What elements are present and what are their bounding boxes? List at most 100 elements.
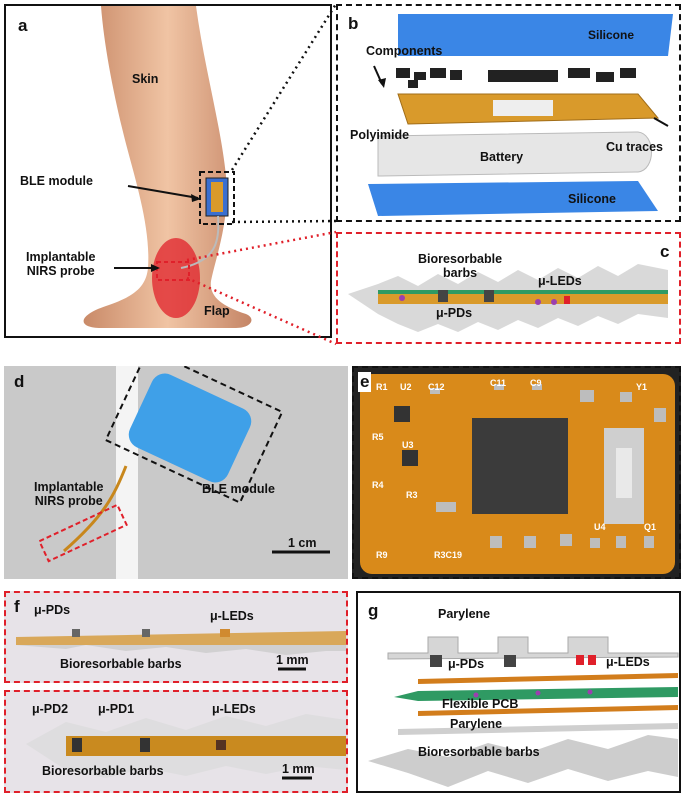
- leds-label: μ-LEDs: [606, 655, 650, 669]
- panel-a: a Skin BLE module Implantable NIRS probe…: [4, 4, 332, 338]
- pd-chip-1: [438, 290, 448, 302]
- soc-chip: [472, 418, 568, 514]
- board-chip-area: [493, 100, 553, 116]
- probe-layer-diagram: [368, 636, 679, 787]
- parylene-bottom-label: Parylene: [450, 717, 503, 731]
- pcb-photo: [360, 374, 675, 574]
- cu-traces-arrow: [653, 117, 669, 127]
- led-chip: [220, 629, 230, 637]
- probe-photo-bottom: [26, 714, 346, 780]
- pd1-label: μ-PD1: [98, 702, 135, 716]
- flap-label: Flap: [204, 304, 230, 318]
- scale-label: 1 mm: [276, 653, 309, 667]
- leds-label: μ-LEDs: [212, 702, 256, 716]
- ble-arrow: [127, 185, 199, 199]
- probe-body-shape: [378, 292, 668, 304]
- panel-letter-a: a: [18, 16, 28, 35]
- pcb-label-c11: C11: [490, 378, 507, 388]
- scale-label: 1 cm: [288, 536, 317, 550]
- panel-g: g Parylene μ-PDs μ-LEDs Flexible PCB Par…: [356, 591, 681, 793]
- polyimide-bottom-shape: [418, 705, 678, 716]
- pcb-label-u4: U4: [594, 522, 606, 532]
- pd-chip-2: [504, 655, 516, 667]
- scale-label: 1 mm: [282, 762, 315, 776]
- probe-render: [348, 264, 668, 332]
- battery-shape: [377, 131, 652, 177]
- led-chip: [216, 740, 226, 750]
- pds-label: μ-PDs: [34, 603, 71, 617]
- ble-pcb-shape: [211, 182, 223, 212]
- silicone-bottom-shape: [368, 181, 658, 216]
- pcb-label: Flexible PCB: [442, 697, 519, 711]
- components-label: Components: [366, 44, 443, 58]
- pd-chip-1: [430, 655, 442, 667]
- pds-label: μ-PDs: [448, 657, 485, 671]
- leds-label: μ-LEDs: [210, 609, 254, 623]
- module-exploded-view: [368, 14, 673, 216]
- pcb-label-r3c19: R3C19: [434, 550, 463, 560]
- panel-letter-g: g: [368, 601, 379, 620]
- leg-illustration: [83, 6, 252, 328]
- silicone-bottom-label: Silicone: [568, 192, 616, 206]
- smd-pads: [430, 384, 666, 548]
- panel-letter-d: d: [14, 372, 25, 391]
- pd2-chip: [72, 738, 82, 752]
- ble-highlight-box: [199, 171, 235, 225]
- parylene-bottom-shape: [398, 723, 678, 735]
- probe-photo-top: [16, 629, 346, 671]
- barbs-label: Bioresorbable barbs: [418, 252, 503, 280]
- panel-letter-e: e: [358, 372, 372, 392]
- panel-c: c Bioresorbable barbs μ-LEDs μ-PDs: [336, 232, 681, 344]
- panel-b: b Silicone Components Polyimide Battery …: [336, 4, 681, 222]
- polyimide-top-shape: [418, 673, 678, 684]
- pd-chip-2: [142, 629, 150, 637]
- panel-e: e R1 U2 C12 C11 C9 Y1 R5 U3 R4 R3 R9 R3C…: [352, 366, 681, 579]
- components-arrow-head: [378, 78, 386, 88]
- pcb-label-u2: U2: [400, 382, 412, 392]
- barbs-shape: [368, 735, 678, 787]
- pcb-label-r4: R4: [372, 480, 384, 490]
- probe-highlight-box: [38, 503, 128, 563]
- led-chip: [564, 296, 570, 304]
- ble-module-photo: [128, 373, 252, 483]
- ble-module-label: BLE module: [20, 174, 93, 188]
- parylene-top-shape: [387, 636, 679, 660]
- pcb-label-r3: R3: [406, 490, 418, 500]
- probe-photo-body: [16, 631, 346, 645]
- u2-chip: [394, 406, 410, 422]
- panel-d: d Implantable NIRS probe BLE module 1 cm: [4, 366, 348, 579]
- led-chip-2: [588, 655, 596, 665]
- battery-connector-inner: [616, 448, 632, 498]
- probe-arrow-head: [151, 264, 160, 272]
- components-shapes: [396, 68, 636, 88]
- ble-arrow-head: [191, 194, 201, 202]
- barbs-label: Bioresorbable barbs: [60, 657, 182, 671]
- led-chip-1: [576, 655, 584, 665]
- panel-f-top: f μ-PDs μ-LEDs Bioresorbable barbs 1 mm: [4, 591, 348, 683]
- flap-region: [152, 238, 200, 318]
- photo-module: [38, 366, 330, 579]
- cu-traces-label: Cu traces: [606, 140, 663, 154]
- pd-chip-2: [484, 290, 494, 302]
- u3-chip: [402, 450, 418, 466]
- leds-label: μ-LEDs: [538, 274, 582, 288]
- pd1-chip: [140, 738, 150, 752]
- probe-photo-body: [66, 736, 346, 756]
- probe-ribbon: [63, 465, 128, 553]
- pd-chip-1: [72, 629, 80, 637]
- pcb-label-q1: Q1: [644, 522, 657, 532]
- tube-shape: [116, 366, 138, 579]
- pcb-label-r1: R1: [376, 382, 388, 392]
- probe-photo-barbs: [16, 645, 346, 655]
- probe-highlight-box: [156, 261, 190, 281]
- panel-f-bottom: μ-PD2 μ-PD1 μ-LEDs Bioresorbable barbs 1…: [4, 690, 348, 793]
- silicone-top-shape: [398, 14, 673, 56]
- barbs-label: Bioresorbable barbs: [418, 745, 540, 759]
- skin-label: Skin: [132, 72, 159, 86]
- silicone-top-label: Silicone: [588, 28, 635, 42]
- pcb-label-r9: R9: [376, 550, 388, 560]
- panel-letter-c: c: [660, 242, 670, 261]
- pcb-label-c9: C9: [530, 378, 542, 388]
- polyimide-label: Polyimide: [350, 128, 410, 142]
- barbs-label: Bioresorbable barbs: [42, 764, 164, 778]
